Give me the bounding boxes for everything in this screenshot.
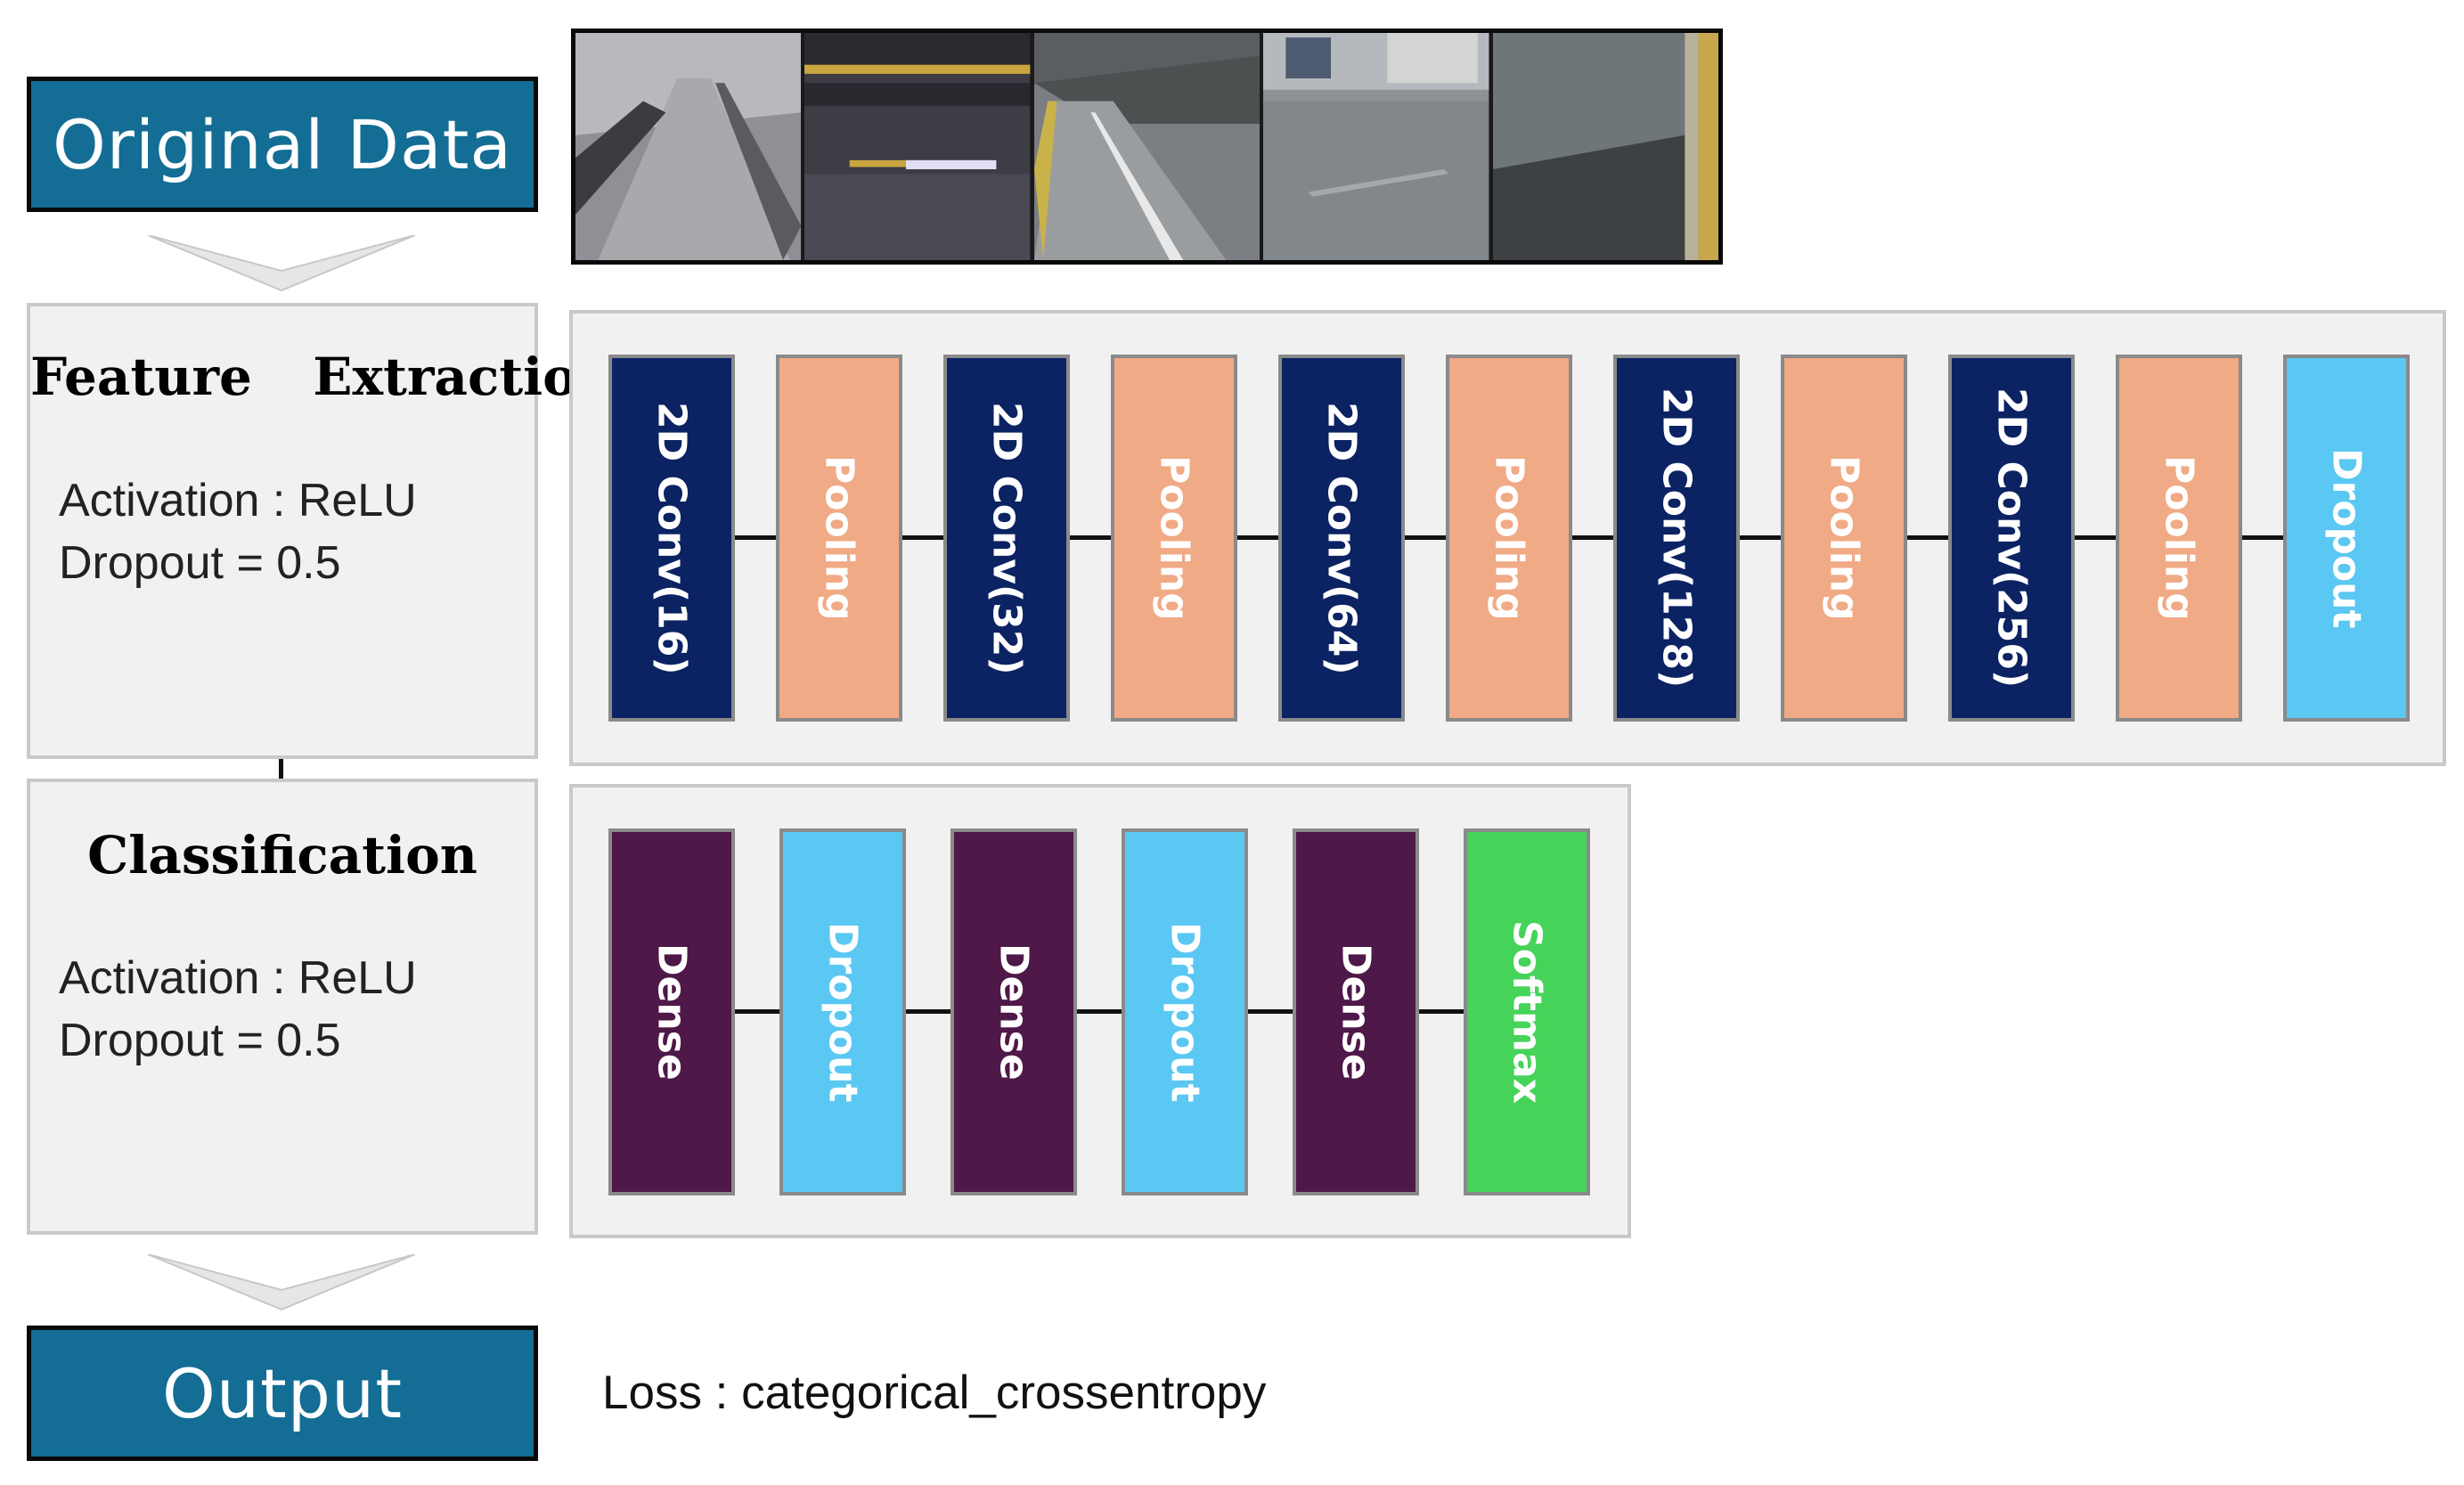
layer-block-conv: 2D Conv(32)	[943, 355, 1070, 722]
layer-label: 2D Conv(16)	[649, 401, 695, 675]
feature-extraction-activation: Activation : ReLU	[59, 475, 417, 526]
layer-block-pool: Pooling	[1446, 355, 1572, 722]
road-photo-3	[1033, 33, 1264, 260]
panel-connector	[279, 759, 283, 779]
layer-block-dense: Dense	[951, 828, 1077, 1195]
layer-block-dense: Dense	[1293, 828, 1419, 1195]
layer-block-conv: 2D Conv(128)	[1613, 355, 1740, 722]
layer-label: Softmax	[1504, 919, 1550, 1104]
layer-block-dropout: Dropout	[2283, 355, 2410, 722]
original-data-box: Original Data	[27, 77, 538, 212]
layer-label: Pooling	[816, 455, 862, 621]
layer-label: Pooling	[1151, 455, 1197, 621]
chevron-down-icon	[148, 235, 415, 292]
layer-label: Pooling	[2156, 455, 2202, 621]
classification-layers: Dense Dropout Dense Dropout Dense Softmax	[569, 784, 1631, 1238]
feature-extraction-title: Feature Extraction	[30, 347, 616, 407]
road-photo-2	[804, 33, 1034, 260]
chevron-down-icon	[148, 1254, 415, 1311]
layer-label: Dropout	[2323, 447, 2370, 629]
layer-block-dense: Dense	[608, 828, 735, 1195]
layer-block-conv: 2D Conv(256)	[1948, 355, 2075, 722]
feature-extraction-layers: 2D Conv(16) Pooling 2D Conv(32) Pooling 2D C…	[569, 310, 2446, 766]
layer-block-softmax: Softmax	[1464, 828, 1590, 1195]
layer-label: Dropout	[820, 921, 866, 1103]
layer-block-pool: Pooling	[776, 355, 902, 722]
layer-label: 2D Conv(32)	[983, 401, 1030, 675]
loss-text: Loss : categorical_crossentropy	[602, 1367, 1267, 1419]
road-photo-5	[1492, 33, 1719, 260]
layer-block-pool: Pooling	[1111, 355, 1237, 722]
classification-activation: Activation : ReLU	[59, 952, 417, 1004]
layer-label: Dense	[649, 943, 695, 1081]
feature-extraction-dropout: Dropout = 0.5	[59, 537, 341, 589]
layer-label: 2D Conv(128)	[1653, 388, 1700, 689]
layer-label: 2D Conv(64)	[1318, 401, 1365, 675]
layer-block-dropout: Dropout	[779, 828, 906, 1195]
road-image-strip	[571, 29, 1723, 265]
feature-extraction-panel: Feature Extraction Activation : ReLU Dro…	[27, 303, 616, 759]
layer-block-pool: Pooling	[2116, 355, 2242, 722]
layer-label: Pooling	[1821, 455, 1867, 621]
output-label: Output	[162, 1353, 403, 1433]
road-photo-4	[1263, 33, 1493, 260]
layer-label: Dropout	[1162, 921, 1208, 1103]
layer-label: 2D Conv(256)	[1988, 388, 2035, 689]
output-box: Output	[27, 1326, 538, 1461]
original-data-label: Original Data	[52, 104, 513, 184]
layer-label: Dense	[991, 943, 1037, 1081]
layer-label: Dense	[1333, 943, 1379, 1081]
layer-label: Pooling	[1486, 455, 1532, 621]
layer-block-conv: 2D Conv(64)	[1278, 355, 1405, 722]
layer-block-conv: 2D Conv(16)	[608, 355, 735, 722]
classification-dropout: Dropout = 0.5	[59, 1015, 341, 1066]
layer-block-pool: Pooling	[1781, 355, 1907, 722]
classification-title: Classification	[87, 825, 477, 885]
road-photo-1	[575, 33, 805, 260]
layer-block-dropout: Dropout	[1122, 828, 1248, 1195]
layer-connector-line	[672, 1009, 1527, 1014]
classification-panel: Classification Activation : ReLU Dropout…	[27, 779, 538, 1235]
